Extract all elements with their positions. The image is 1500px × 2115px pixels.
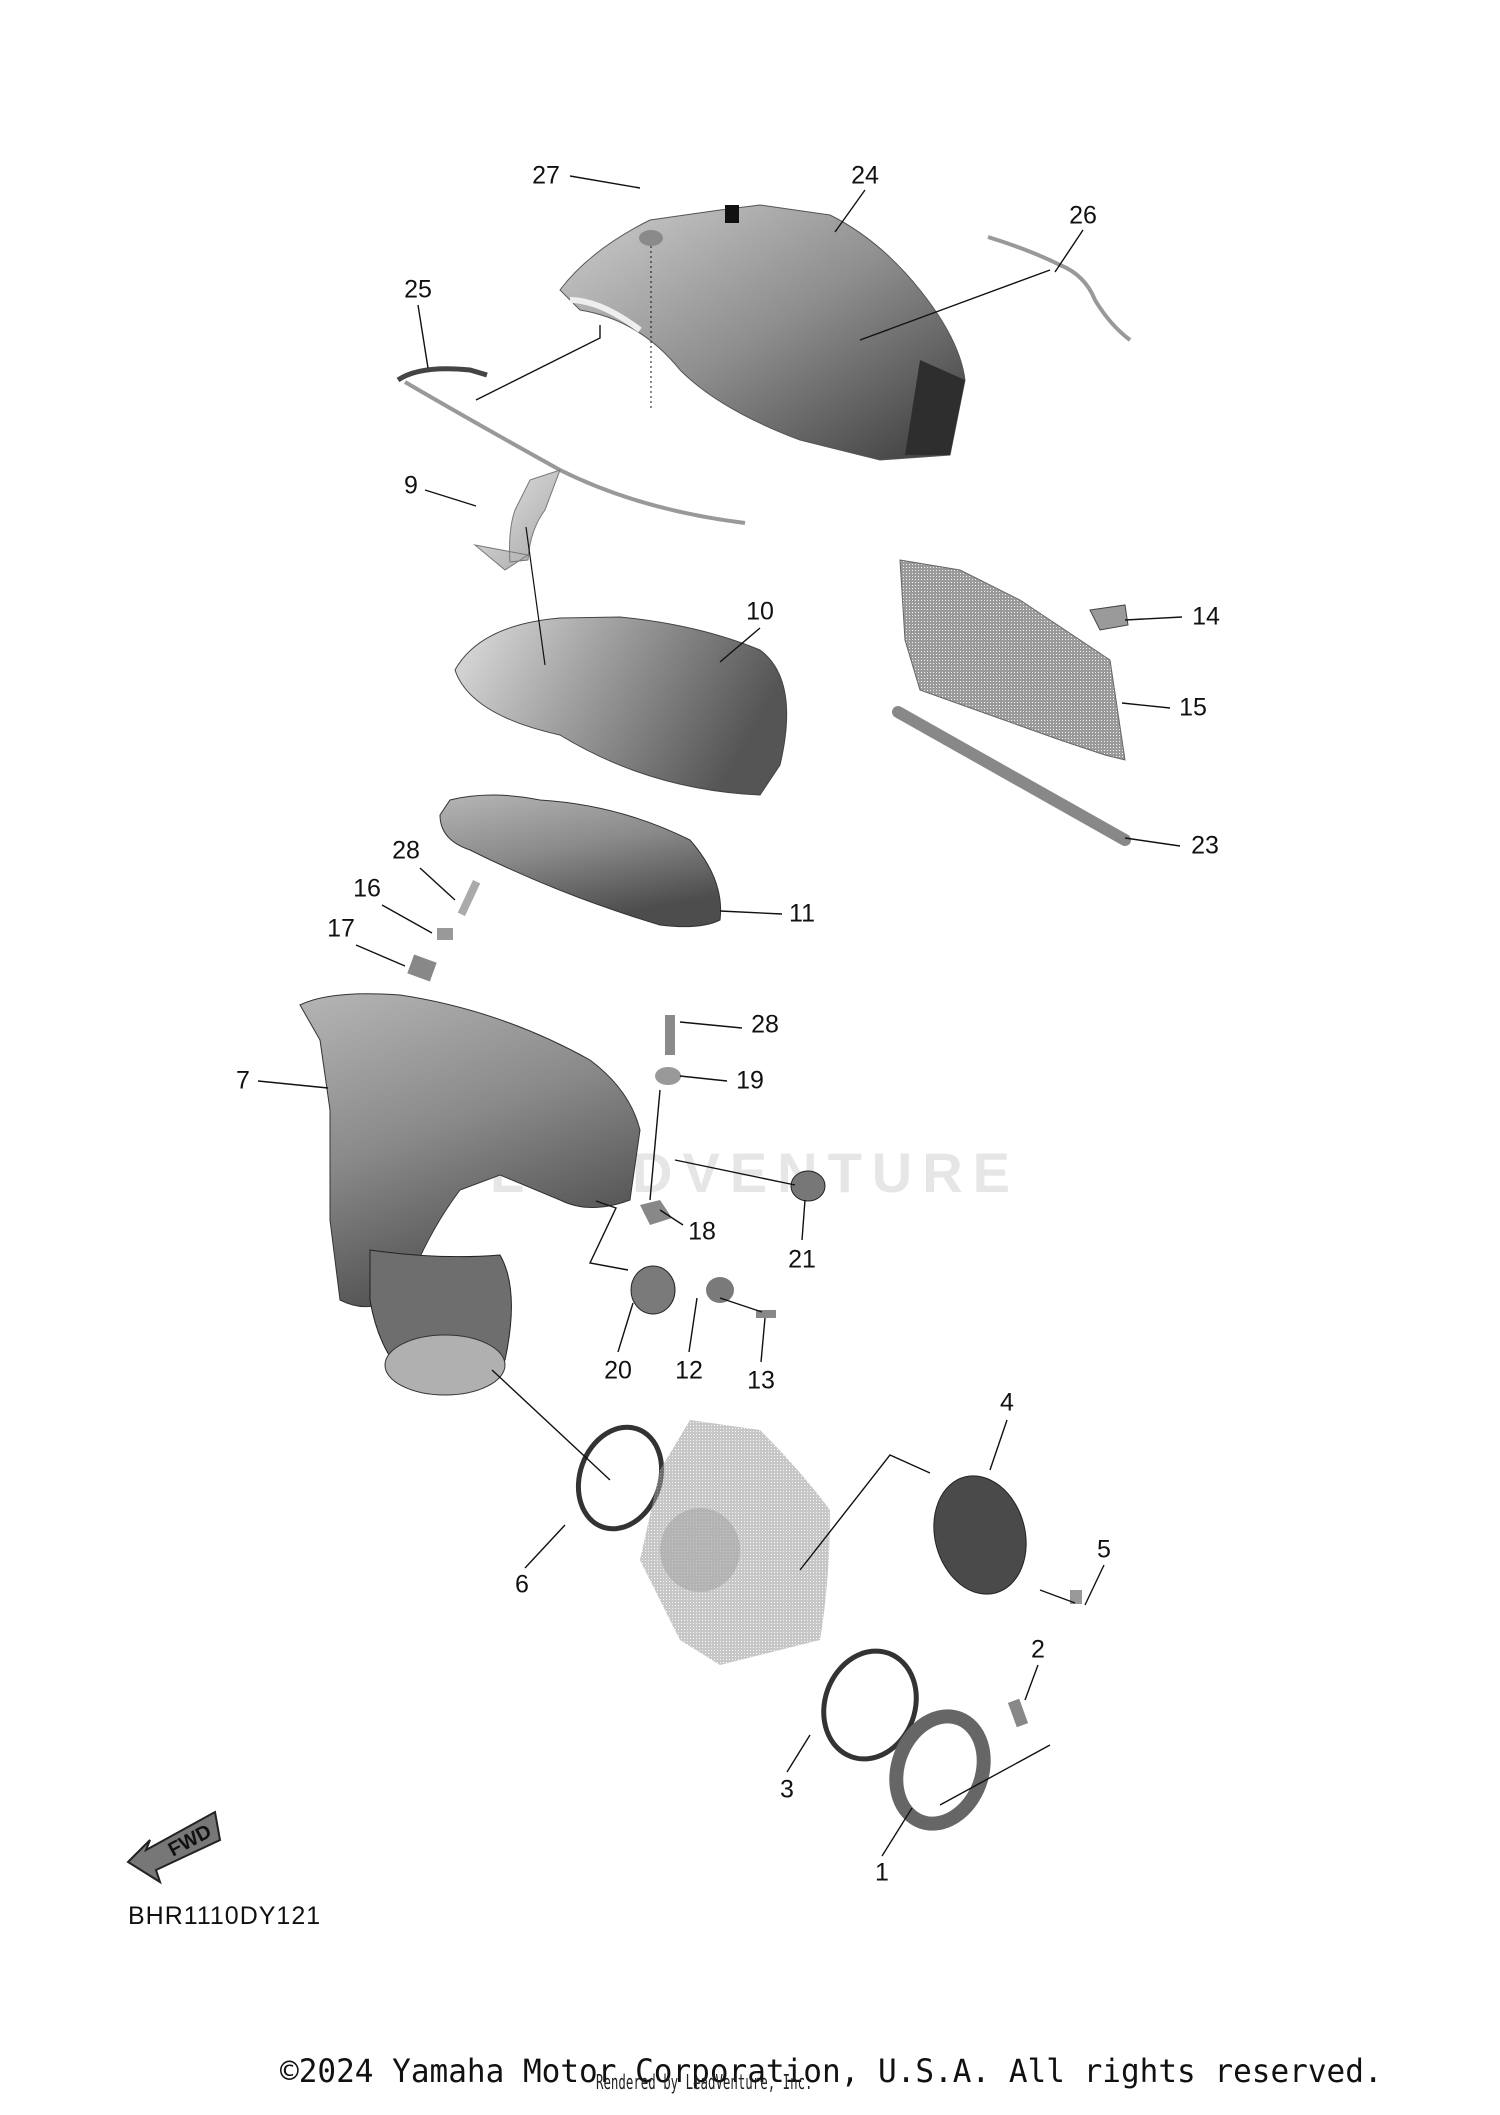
part-23-rod[interactable]: [892, 706, 1131, 846]
callout-18[interactable]: 18: [688, 1217, 716, 1246]
callout-27[interactable]: 27: [532, 161, 560, 190]
part-9-bracket[interactable]: [473, 469, 561, 571]
part-2-bolt[interactable]: [1007, 1698, 1029, 1728]
callout-13[interactable]: 13: [747, 1366, 775, 1395]
callout-14[interactable]: 14: [1192, 602, 1220, 631]
fwd-arrow-icon: FWD: [120, 1800, 230, 1890]
callout-17[interactable]: 17: [327, 914, 355, 943]
callout-23[interactable]: 23: [1191, 831, 1219, 860]
callout-1[interactable]: 1: [875, 1858, 889, 1887]
part-19-washer[interactable]: [655, 1067, 681, 1085]
callout-28-lower[interactable]: 28: [751, 1010, 779, 1039]
part-18-nut[interactable]: [640, 1200, 672, 1225]
part-7-air-box[interactable]: [299, 993, 641, 1396]
part-5-bolt[interactable]: [1070, 1590, 1082, 1604]
part-27-cap[interactable]: [639, 230, 663, 246]
part-24-top-cover[interactable]: [559, 204, 966, 461]
copyright-notice: ©2024 Yamaha Motor Corporation, U.S.A. A…: [280, 2052, 1383, 2090]
callout-26[interactable]: 26: [1069, 201, 1097, 230]
part-25-seal[interactable]: [396, 366, 746, 525]
part-11-filter[interactable]: [439, 794, 722, 928]
part-21-grommet[interactable]: [790, 1170, 826, 1202]
leader-lines: [257, 175, 1183, 1857]
part-12-sensor[interactable]: [706, 1277, 734, 1303]
rendered-by-overlay: Rendered by LeadVenture, Inc.: [596, 2070, 813, 2094]
callout-2[interactable]: 2: [1031, 1635, 1045, 1664]
part-15-duct[interactable]: [899, 559, 1126, 761]
callout-9[interactable]: 9: [404, 471, 418, 500]
part-26-hose[interactable]: [987, 235, 1132, 342]
part-4-cover[interactable]: [921, 1465, 1039, 1604]
part-20-sensor[interactable]: [630, 1265, 676, 1315]
callout-19[interactable]: 19: [736, 1066, 764, 1095]
part-1-joint[interactable]: [882, 1704, 999, 1836]
part-13-screw[interactable]: [756, 1310, 776, 1318]
callout-16[interactable]: 16: [353, 874, 381, 903]
callout-15[interactable]: 15: [1179, 693, 1207, 722]
callout-6[interactable]: 6: [515, 1570, 529, 1599]
callout-20[interactable]: 20: [604, 1356, 632, 1385]
part-28-screw-upper[interactable]: [457, 879, 481, 917]
callout-24[interactable]: 24: [851, 161, 879, 190]
callout-5[interactable]: 5: [1097, 1535, 1111, 1564]
callout-28-upper[interactable]: 28: [392, 836, 420, 865]
part-14-clip[interactable]: [1089, 604, 1129, 631]
callout-10[interactable]: 10: [746, 597, 774, 626]
callout-25[interactable]: 25: [404, 275, 432, 304]
callout-4[interactable]: 4: [1000, 1388, 1014, 1417]
callout-12[interactable]: 12: [675, 1356, 703, 1385]
callout-3[interactable]: 3: [780, 1775, 794, 1804]
part-16-collar[interactable]: [437, 928, 453, 940]
callout-7[interactable]: 7: [236, 1066, 250, 1095]
diagram-code: BHR1110DY121: [128, 1902, 322, 1930]
callout-21[interactable]: 21: [788, 1245, 816, 1274]
part-17-grommet[interactable]: [407, 954, 437, 982]
callout-11[interactable]: 11: [789, 899, 815, 928]
part-28-screw-lower[interactable]: [665, 1015, 675, 1055]
part-3-clamp[interactable]: [809, 1638, 931, 1772]
part-10-filter-lid[interactable]: [454, 616, 788, 796]
